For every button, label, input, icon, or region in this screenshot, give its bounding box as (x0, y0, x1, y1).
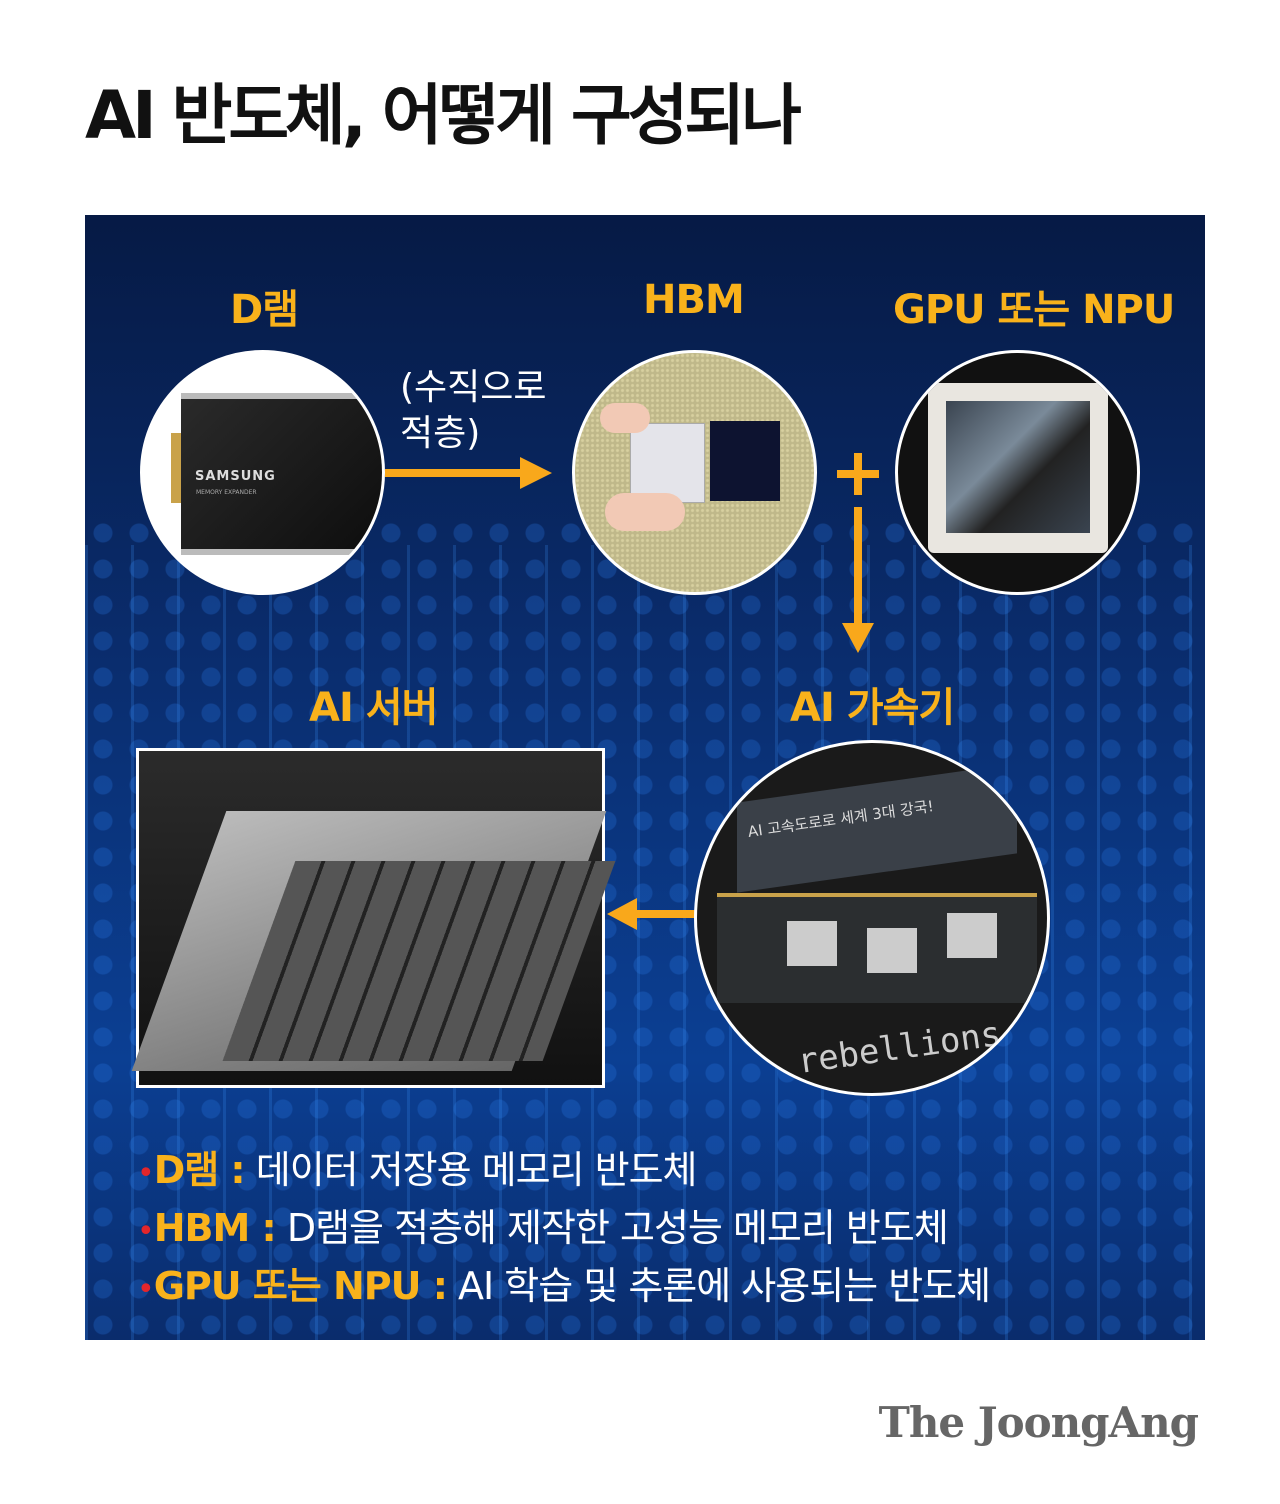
bullet-key: HBM : (153, 1206, 277, 1250)
arrow-left (635, 910, 695, 918)
publisher-logo: The JoongAng (878, 1398, 1199, 1447)
bullet-key: D램 : (153, 1148, 246, 1192)
bullet-key: GPU 또는 NPU : (153, 1264, 448, 1308)
bullet-desc: AI 학습 및 추론에 사용되는 반도체 (458, 1264, 991, 1308)
bullet-desc: 데이터 저장용 메모리 반도체 (255, 1148, 698, 1192)
bullet-hbm: •HBM : D램을 적층해 제작한 고성능 메모리 반도체 (137, 1206, 949, 1250)
stack-note-line: (수직으로 (400, 367, 547, 408)
bullet-dram: •D램 : 데이터 저장용 메모리 반도체 (137, 1148, 698, 1192)
memory-expander-text: MEMORY EXPANDER (196, 489, 257, 496)
label-gpu: GPU 또는 NPU (893, 287, 1175, 333)
gpu-photo (895, 350, 1140, 595)
plus-icon-bar (854, 453, 862, 495)
stack-note-line: 적층) (400, 413, 481, 454)
hbm-photo (572, 350, 817, 595)
bullet-gpu: •GPU 또는 NPU : AI 학습 및 추론에 사용되는 반도체 (137, 1264, 991, 1308)
server-photo (131, 748, 616, 1088)
label-accelerator: AI 가속기 (790, 685, 955, 731)
stack-note: (수직으로 적층) (400, 365, 547, 457)
arrow-right (385, 469, 525, 477)
accelerator-photo: AI 고속도로로 세계 3대 강국! rebellions (694, 740, 1050, 1096)
label-server: AI 서버 (309, 685, 438, 731)
label-dram: D램 (230, 287, 299, 333)
dram-photo: SAMSUNG MEMORY EXPANDER (140, 350, 385, 595)
legend-bullets: •D램 : 데이터 저장용 메모리 반도체 •HBM : D램을 적층해 제작한… (137, 1143, 991, 1317)
samsung-logo: SAMSUNG (195, 469, 276, 484)
arrow-head-icon (520, 457, 552, 489)
arrow-down-head-icon (842, 623, 874, 653)
label-hbm: HBM (643, 277, 745, 323)
page-title: AI 반도체, 어떻게 구성되나 (85, 77, 802, 154)
bullet-desc: D램을 적층해 제작한 고성능 메모리 반도체 (286, 1206, 949, 1250)
arrow-down (854, 507, 862, 627)
arrow-left-head-icon (607, 898, 637, 930)
diagram-panel: D램 HBM GPU 또는 NPU AI 서버 AI 가속기 SAMSUNG M… (85, 215, 1205, 1340)
